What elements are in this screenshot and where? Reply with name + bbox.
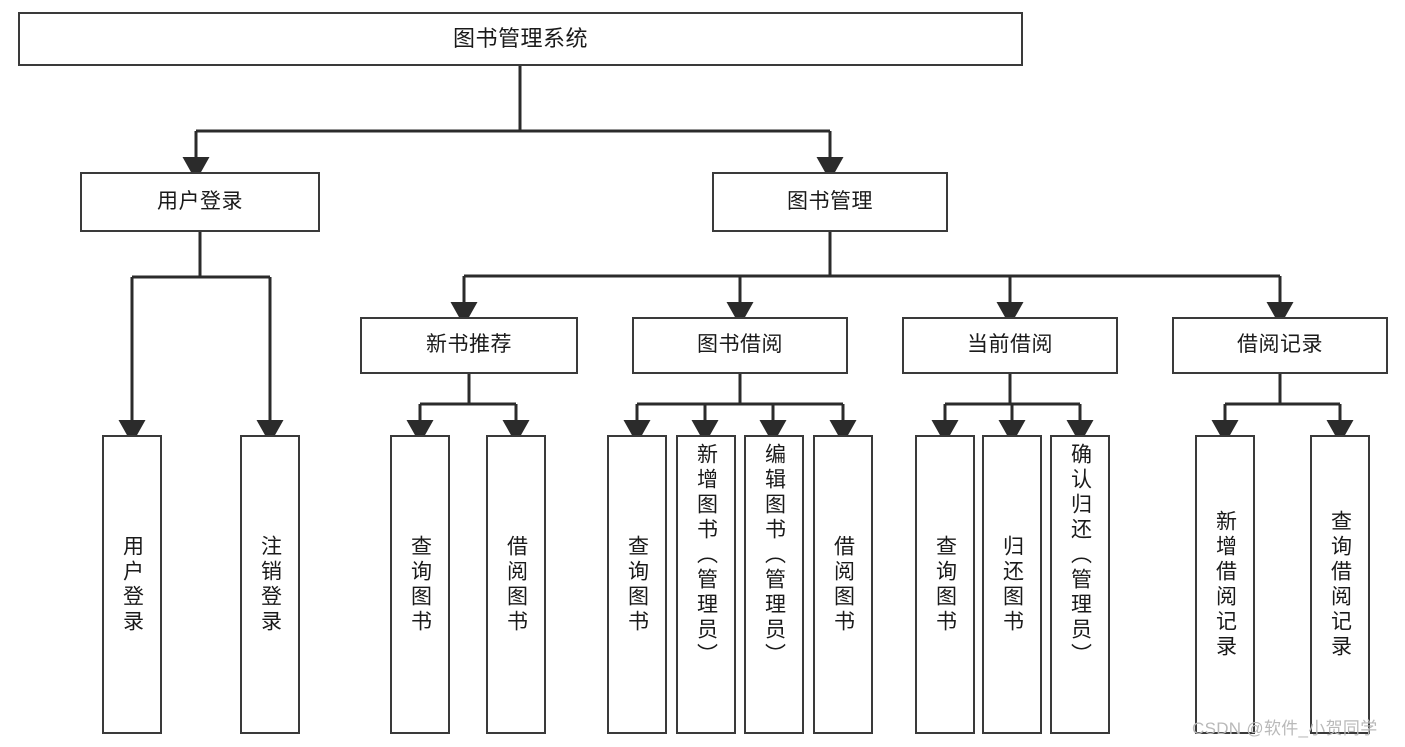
node-label: 归还图书	[1000, 534, 1024, 635]
csdn-watermark: CSDN @软件_小贺同学	[1192, 719, 1378, 738]
leaf-add-book-admin[interactable]: 新增图书（管理员）	[676, 435, 736, 734]
node-borrow-records[interactable]: 借阅记录	[1172, 317, 1388, 374]
leaf-query-book-recommend[interactable]: 查询图书	[390, 435, 450, 734]
node-label: 当前借阅	[967, 333, 1053, 357]
leaf-add-borrow-record[interactable]: 新增借阅记录	[1195, 435, 1255, 734]
node-label: 新书推荐	[426, 333, 512, 357]
node-label: 查询图书	[933, 534, 957, 635]
leaf-borrow-book[interactable]: 借阅图书	[813, 435, 873, 734]
node-root-system[interactable]: 图书管理系统	[18, 12, 1023, 66]
leaf-query-borrow-record[interactable]: 查询借阅记录	[1310, 435, 1370, 734]
node-label: 借阅图书	[831, 534, 855, 635]
node-current-borrowing[interactable]: 当前借阅	[902, 317, 1118, 374]
leaf-confirm-return-admin[interactable]: 确认归还（管理员）	[1050, 435, 1110, 734]
node-user-login[interactable]: 用户登录	[80, 172, 320, 232]
node-label: 编辑图书（管理员）	[762, 443, 786, 668]
node-label: 新增图书（管理员）	[694, 443, 718, 668]
node-label: 借阅记录	[1237, 333, 1323, 357]
node-label: 用户登录	[120, 534, 144, 635]
node-label: 注销登录	[258, 534, 282, 635]
node-label: 用户登录	[157, 189, 243, 213]
node-book-management[interactable]: 图书管理	[712, 172, 948, 232]
node-book-borrowing[interactable]: 图书借阅	[632, 317, 848, 374]
leaf-query-book-current[interactable]: 查询图书	[915, 435, 975, 734]
leaf-logout[interactable]: 注销登录	[240, 435, 300, 734]
node-label: 确认归还（管理员）	[1068, 443, 1092, 668]
leaf-borrow-book-recommend[interactable]: 借阅图书	[486, 435, 546, 734]
node-label: 查询借阅记录	[1328, 509, 1352, 660]
leaf-return-book[interactable]: 归还图书	[982, 435, 1042, 734]
leaf-query-book-borrow[interactable]: 查询图书	[607, 435, 667, 734]
node-new-book-recommend[interactable]: 新书推荐	[360, 317, 578, 374]
node-label: 新增借阅记录	[1213, 509, 1237, 660]
node-label: 借阅图书	[504, 534, 528, 635]
leaf-edit-book-admin[interactable]: 编辑图书（管理员）	[744, 435, 804, 734]
node-label: 查询图书	[625, 534, 649, 635]
node-label: 图书借阅	[697, 333, 783, 357]
node-label: 图书管理	[787, 189, 873, 213]
node-label: 图书管理系统	[452, 26, 588, 52]
node-label: 查询图书	[408, 534, 432, 635]
leaf-user-login[interactable]: 用户登录	[102, 435, 162, 734]
